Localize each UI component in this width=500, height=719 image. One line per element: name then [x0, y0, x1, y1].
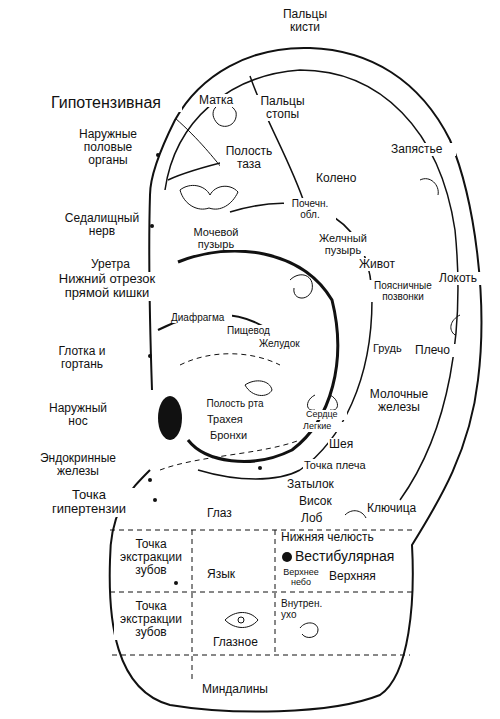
organ-label: Пальцы стопы	[255, 95, 310, 121]
organ-label: Мочевой пузырь	[180, 226, 252, 250]
organ-label: Колено	[315, 172, 365, 185]
grid-line	[192, 530, 193, 680]
organ-label: Молочные железы	[364, 388, 434, 414]
grid-line	[110, 592, 412, 593]
organ-label: Точка гипертензии	[33, 488, 145, 517]
organ-label: Грудь	[372, 342, 410, 354]
organ-label: Бронхи	[209, 429, 257, 441]
clavicle-sketch	[345, 511, 366, 518]
organ-label: Желчный пузырь	[312, 232, 374, 256]
organ-label: Язык	[206, 568, 246, 581]
organ-label: Желудок	[258, 338, 310, 349]
helix-outer	[110, 48, 482, 712]
organ-label: Точка плеча	[303, 459, 377, 471]
organ-label: Пищевод	[226, 325, 278, 336]
point-dot	[258, 466, 262, 470]
organ-label: Вестибулярная	[294, 549, 406, 564]
organ-label: Почечн. обл.	[284, 198, 336, 220]
organ-label: Лоб	[300, 512, 330, 525]
organ-label: Уретра	[90, 258, 142, 271]
organ-label: Точка экстракции зубов	[114, 538, 188, 578]
organ-label: Диафрагма	[170, 312, 232, 323]
concha-dashed	[180, 354, 280, 365]
concha-dashed	[160, 440, 300, 470]
point-dot	[150, 224, 154, 228]
organ-label: Верхнее небо	[278, 568, 324, 588]
organ-label: Сердце	[305, 410, 347, 420]
pelvis-sketch	[180, 185, 238, 209]
organ-label: Матка	[198, 94, 244, 107]
organ-label: Висок	[298, 495, 342, 508]
organ-label: Гипотензивная	[50, 94, 182, 112]
organ-label: Затылок	[286, 478, 344, 491]
organ-label: Седалищный нерв	[58, 212, 146, 238]
ear-canal	[158, 396, 182, 440]
organ-label: Плечо	[414, 344, 458, 357]
organ-label: Трахея	[206, 413, 254, 425]
organ-label: Полость таза	[220, 145, 278, 171]
organ-label: Глазное	[212, 636, 270, 649]
organ-label: Наружный нос	[38, 402, 118, 428]
organ-label: Локоть	[438, 272, 492, 285]
grid-line	[112, 655, 410, 656]
ear-contours	[110, 48, 482, 712]
organ-label: Наружные половые органы	[68, 128, 148, 168]
organ-sketches	[180, 104, 460, 638]
inner-ear-sketch	[300, 623, 318, 638]
hand-sketch	[420, 179, 460, 335]
organ-label: Внутрен. ухо	[280, 598, 340, 620]
organ-label: Нижний отрезок прямой кишки	[45, 272, 169, 301]
antitragus	[198, 470, 300, 479]
organ-label: Верхняя	[328, 570, 386, 583]
point-dot	[148, 354, 152, 358]
organ-label: Легкие	[302, 422, 344, 432]
point-dot	[156, 153, 160, 157]
point-dot	[148, 478, 152, 482]
point-dot	[174, 581, 178, 585]
point-dot	[153, 498, 157, 502]
intestine-sketch	[290, 275, 312, 298]
organ-label: Полость рта	[203, 398, 267, 409]
organ-label: Точка экстракции зубов	[114, 600, 188, 640]
organ-label: Живот	[358, 258, 402, 271]
organ-label: Нижняя челюсть	[280, 531, 388, 544]
organ-label: Глаз	[206, 507, 244, 520]
organ-label: Запястье	[390, 143, 456, 156]
mouth-sketch	[245, 381, 272, 396]
eye-sketch	[225, 613, 258, 628]
organ-label: Шея	[328, 438, 360, 451]
organ-label: Поясничные позвонки	[368, 280, 438, 302]
organ-label: Ключица	[366, 502, 428, 515]
grid-line	[275, 530, 276, 655]
organ-label: Эндокринные железы	[33, 452, 123, 478]
helix-inner	[165, 70, 458, 500]
triangular-fossa	[175, 118, 222, 168]
vestibular-symbol	[282, 552, 292, 562]
lung-sketch	[308, 395, 338, 410]
organ-label: Пальцы кисти	[275, 8, 335, 34]
eye-pupil	[238, 617, 244, 623]
organ-label: Глотка и гортань	[40, 345, 124, 371]
organ-label: Миндалины	[193, 683, 277, 696]
